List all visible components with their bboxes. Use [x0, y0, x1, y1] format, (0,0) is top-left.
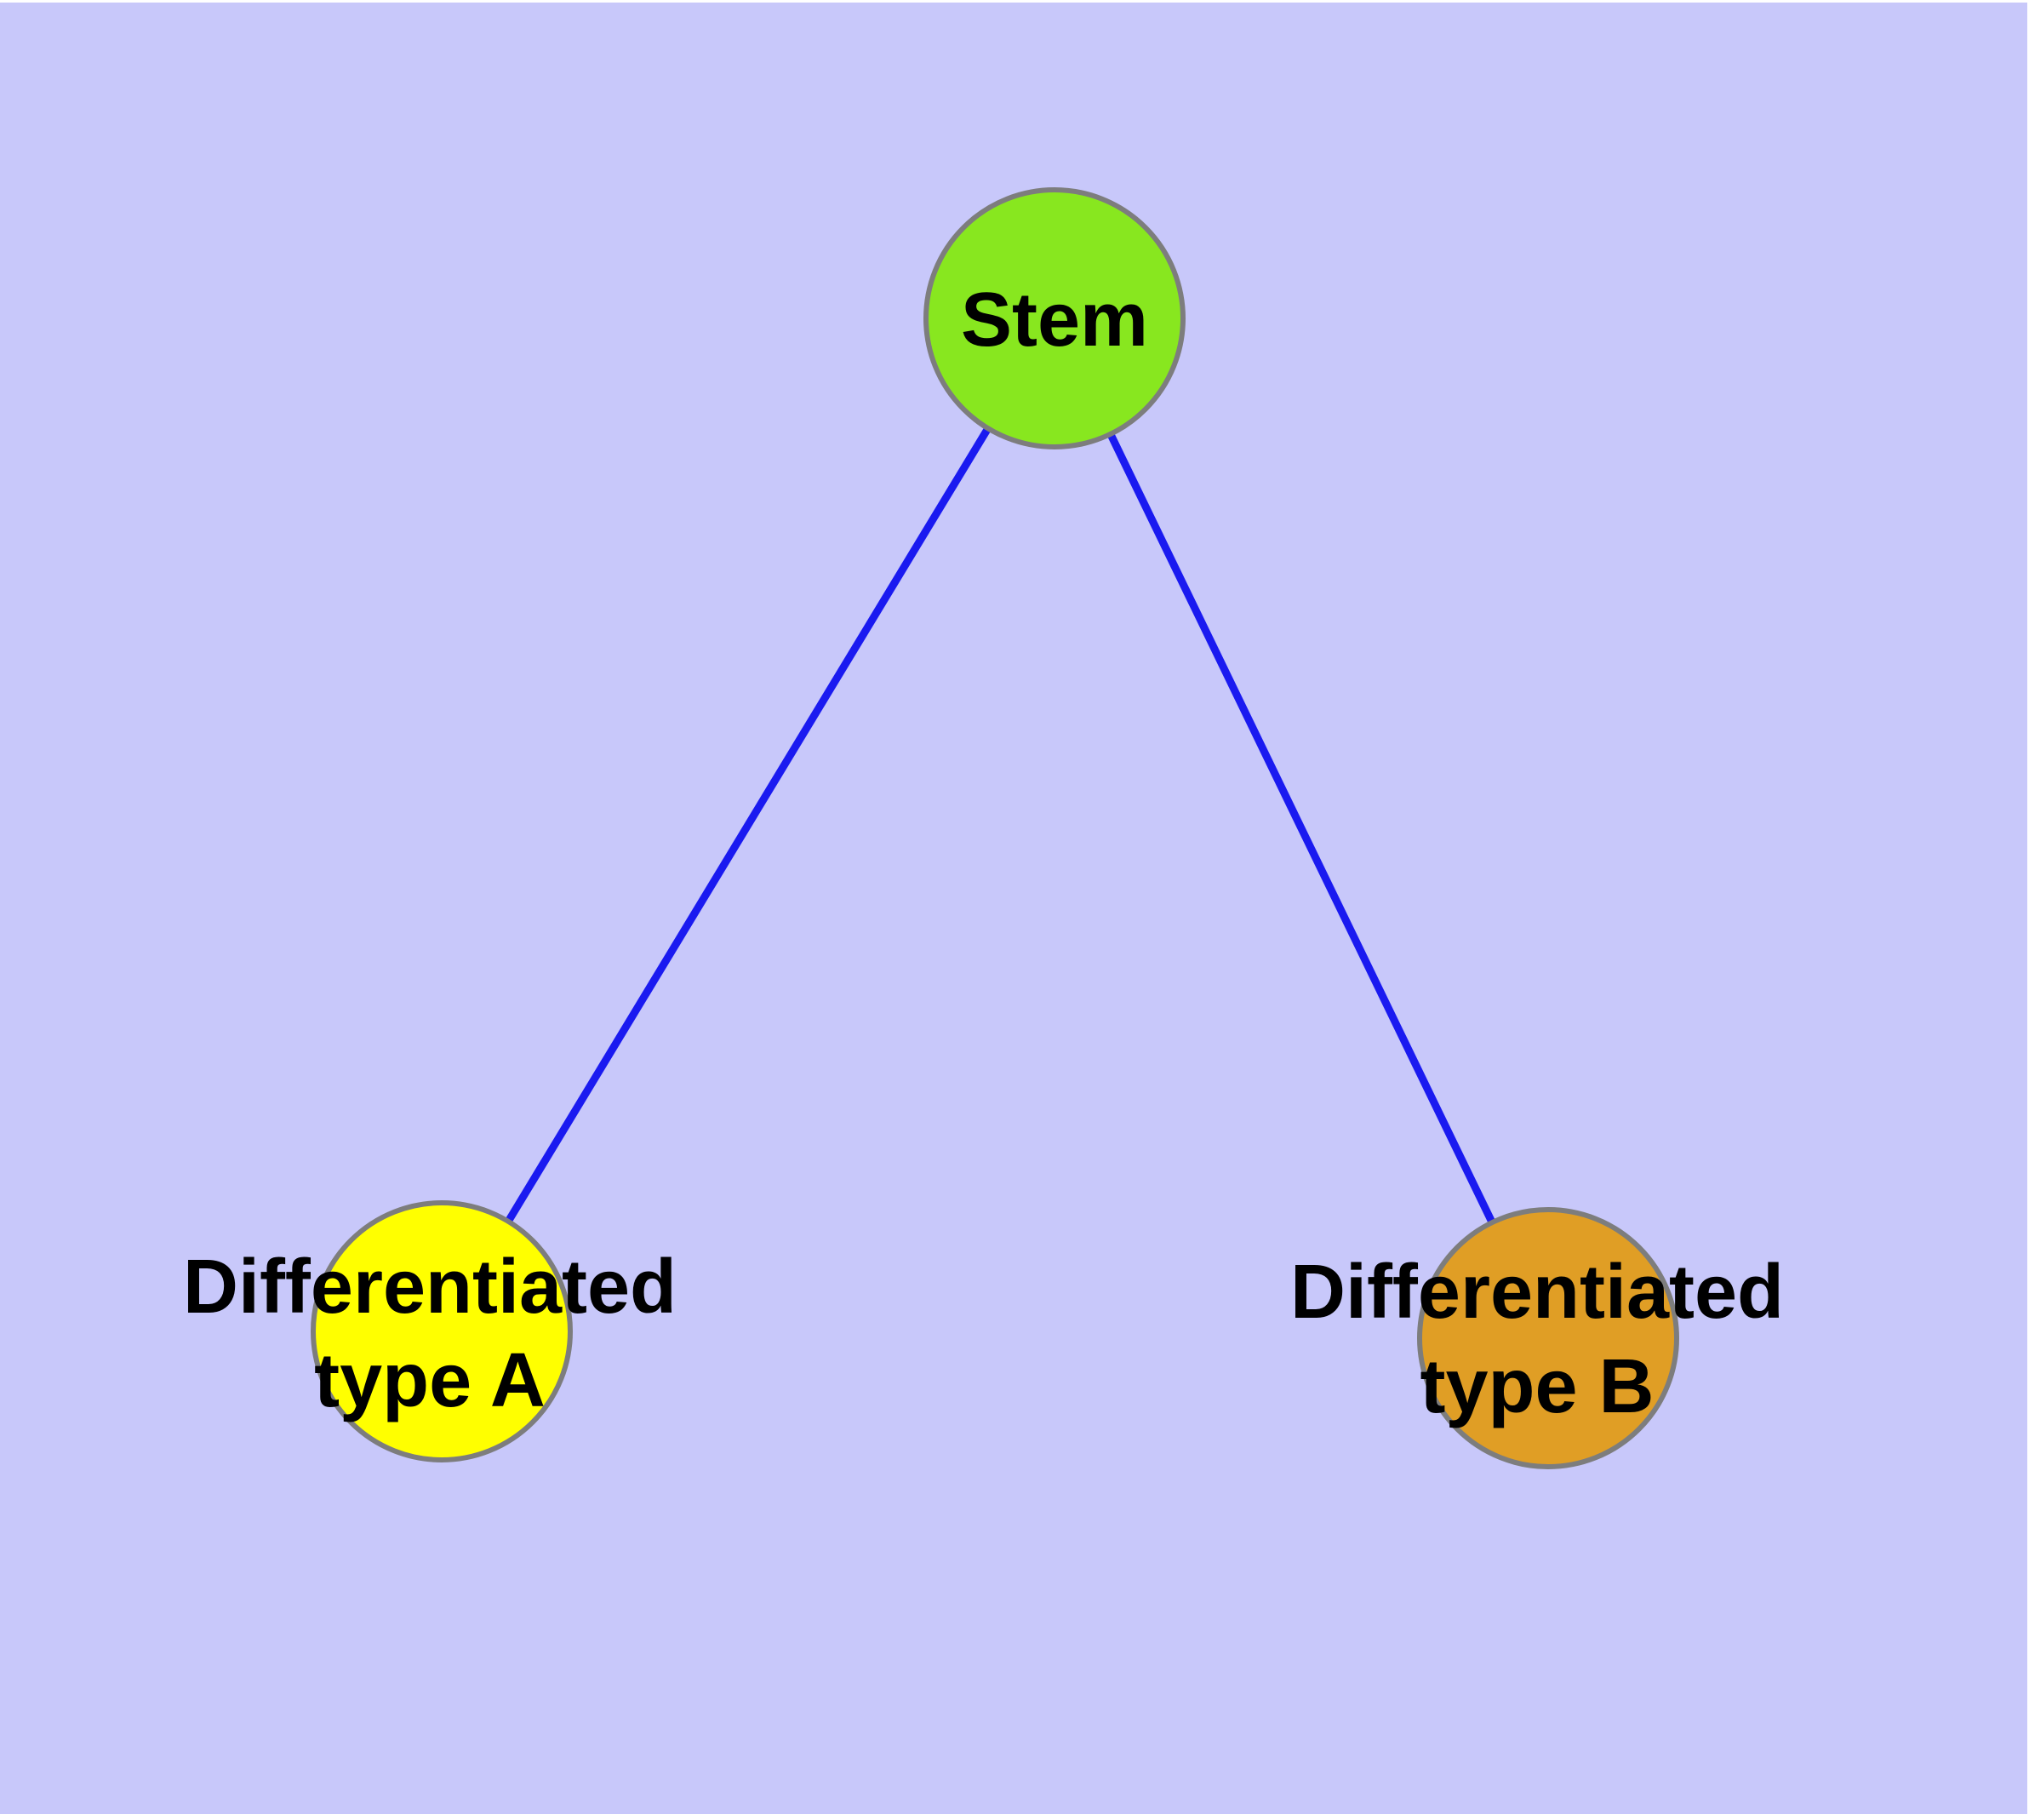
node-stem-label: Stem: [961, 278, 1148, 363]
node-differentiated-type-b-circle: [1417, 1207, 1679, 1469]
node-differentiated-type-a-label-line1: Differentiated: [183, 1245, 677, 1330]
node-differentiated-type-b-label-line2: type B: [1420, 1344, 1654, 1429]
node-differentiated-type-a-circle: [311, 1200, 573, 1462]
node-stem-circle: [923, 187, 1186, 449]
edge-stem-to-type-b: [1050, 317, 1552, 1340]
node-differentiated-type-b-label-line1: Differentiated: [1290, 1250, 1784, 1335]
edge-stem-to-type-a: [438, 316, 1058, 1334]
node-differentiated-type-a-label-line2: type A: [314, 1338, 546, 1423]
